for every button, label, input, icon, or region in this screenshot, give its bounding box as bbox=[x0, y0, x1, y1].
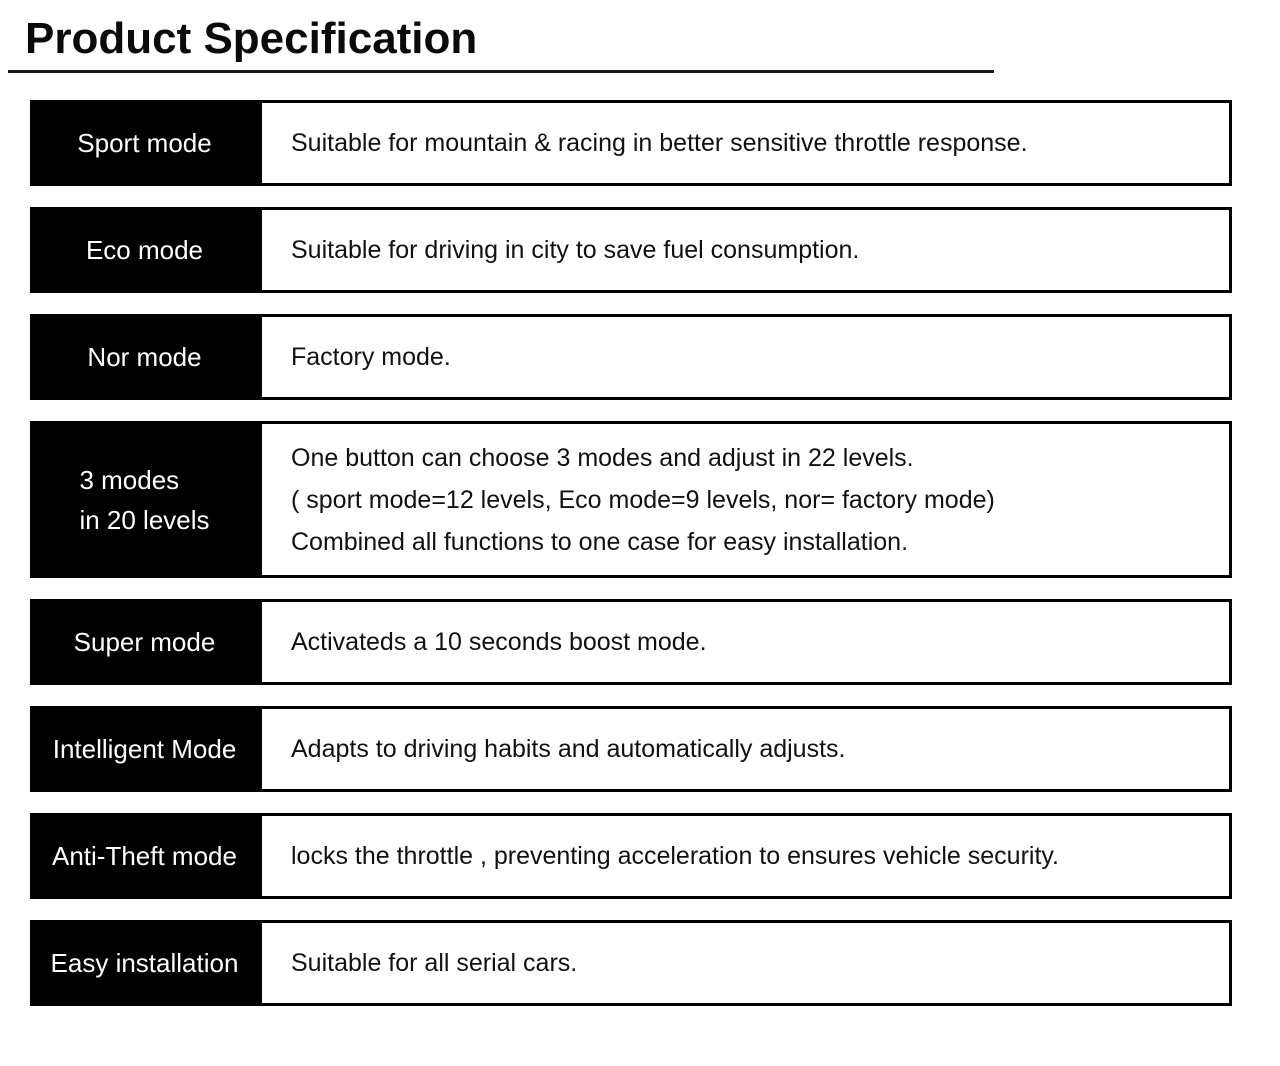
spec-row-label: 3 modes in 20 levels bbox=[30, 421, 259, 578]
spec-row-description: locks the throttle , preventing accelera… bbox=[259, 813, 1232, 899]
spec-row: Sport mode Suitable for mountain & racin… bbox=[30, 100, 1232, 186]
spec-row-label: Super mode bbox=[30, 599, 259, 685]
spec-row-description: Factory mode. bbox=[259, 314, 1232, 400]
label-line: Super mode bbox=[73, 627, 216, 657]
label-line: Eco mode bbox=[85, 235, 204, 265]
label-line: Nor mode bbox=[87, 342, 202, 372]
spec-row-description: Activateds a 10 seconds boost mode. bbox=[259, 599, 1232, 685]
spec-row: Anti-Theft mode locks the throttle , pre… bbox=[30, 813, 1232, 899]
spec-row-description: Adapts to driving habits and automatical… bbox=[259, 706, 1232, 792]
spec-row: Intelligent Mode Adapts to driving habit… bbox=[30, 706, 1232, 792]
spec-row-description: Suitable for driving in city to save fue… bbox=[259, 207, 1232, 293]
description-line: locks the throttle , preventing accelera… bbox=[291, 842, 1059, 870]
spec-row-label: Nor mode bbox=[30, 314, 259, 400]
description-line: ( sport mode=12 levels, Eco mode=9 level… bbox=[291, 485, 995, 514]
spec-row-label-text: Easy installation bbox=[51, 943, 239, 983]
spec-row: Eco mode Suitable for driving in city to… bbox=[30, 207, 1232, 293]
spec-row-label: Easy installation bbox=[30, 920, 259, 1006]
spec-row-label: Anti-Theft mode bbox=[30, 813, 259, 899]
spec-row-label-text: Sport mode bbox=[77, 123, 211, 163]
spec-row-label-text: Nor mode bbox=[87, 337, 201, 377]
spec-row-label: Intelligent Mode bbox=[30, 706, 259, 792]
spec-table: Sport mode Suitable for mountain & racin… bbox=[30, 100, 1232, 1006]
page-title: Product Specification bbox=[25, 14, 478, 63]
spec-row: Super mode Activateds a 10 seconds boost… bbox=[30, 599, 1232, 685]
spec-row-description: Suitable for mountain & racing in better… bbox=[259, 100, 1232, 186]
label-line: 3 modes bbox=[79, 464, 180, 495]
spec-row-description: Suitable for all serial cars. bbox=[259, 920, 1232, 1006]
spec-row-label-text: Super mode bbox=[74, 622, 216, 662]
description-line: Combined all functions to one case for e… bbox=[291, 527, 909, 556]
spec-row-label-text: 3 modes in 20 levels bbox=[79, 460, 209, 540]
spec-row: Easy installation Suitable for all seria… bbox=[30, 920, 1232, 1006]
spec-row-description: One button can choose 3 modes and adjust… bbox=[259, 421, 1232, 578]
label-line: Anti-Theft mode bbox=[52, 841, 237, 871]
description-line: Activateds a 10 seconds boost mode. bbox=[291, 628, 707, 656]
spec-row-label-text: Eco mode bbox=[86, 230, 203, 270]
description-line: Suitable for mountain & racing in better… bbox=[291, 129, 1028, 157]
label-line: in 20 levels bbox=[79, 504, 210, 535]
description-line: Adapts to driving habits and automatical… bbox=[291, 735, 846, 763]
spec-row-label-text: Anti-Theft mode bbox=[52, 836, 237, 876]
spec-row: Nor mode Factory mode. bbox=[30, 314, 1232, 400]
description-line: One button can choose 3 modes and adjust… bbox=[291, 443, 914, 472]
title-underline bbox=[8, 70, 994, 73]
description-line: Factory mode. bbox=[291, 343, 451, 371]
spec-row: 3 modes in 20 levels One button can choos… bbox=[30, 421, 1232, 578]
spec-row-label: Eco mode bbox=[30, 207, 259, 293]
label-line: Easy installation bbox=[50, 948, 239, 978]
label-line: Sport mode bbox=[77, 128, 212, 158]
description-line: Suitable for driving in city to save fue… bbox=[291, 236, 860, 264]
spec-row-label-text: Intelligent Mode bbox=[53, 729, 237, 769]
spec-row-label: Sport mode bbox=[30, 100, 259, 186]
description-line: Suitable for all serial cars. bbox=[291, 949, 578, 977]
label-line: Intelligent Mode bbox=[52, 734, 237, 764]
